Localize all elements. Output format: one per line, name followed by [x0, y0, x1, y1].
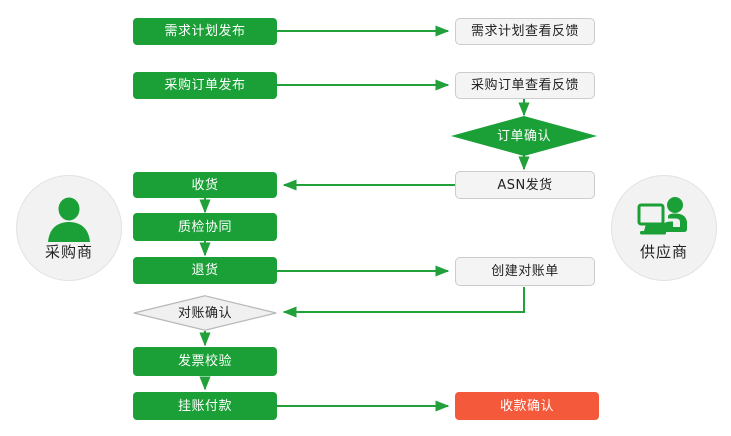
node-label: 收货: [191, 177, 219, 193]
node-demand-plan-publish[interactable]: 需求计划发布: [133, 18, 277, 45]
node-statement-confirm[interactable]: 对账确认: [133, 295, 277, 331]
person-at-computer-icon: [637, 197, 687, 235]
person-icon: [48, 197, 90, 242]
actor-label: 采购商: [44, 243, 93, 261]
edge-statement-to-confirm: [282, 287, 525, 318]
node-label: 发票校验: [177, 354, 232, 369]
actor-supplier[interactable]: 供应商: [611, 175, 717, 281]
node-label: 采购订单发布: [164, 78, 246, 93]
node-demand-plan-feedback[interactable]: 需求计划查看反馈: [455, 18, 595, 45]
node-invoice-verify[interactable]: 发票校验: [133, 347, 277, 376]
node-label: 对账确认: [177, 305, 232, 321]
node-asn-shipment[interactable]: ASN发货: [455, 171, 595, 199]
node-po-publish[interactable]: 采购订单发布: [133, 72, 277, 99]
node-goods-receipt[interactable]: 收货: [133, 172, 277, 198]
node-label: 退货: [191, 263, 219, 278]
actor-label: 供应商: [639, 243, 688, 261]
node-label: 采购订单查看反馈: [470, 78, 579, 93]
node-label: 质检协同: [177, 219, 232, 235]
node-label: 订单确认: [496, 128, 551, 144]
node-order-confirm[interactable]: 订单确认: [451, 116, 597, 156]
node-receipt-confirm[interactable]: 收款确认: [455, 392, 599, 420]
node-create-statement[interactable]: 创建对账单: [455, 257, 595, 286]
node-label: 收款确认: [499, 398, 554, 414]
actor-buyer[interactable]: 采购商: [16, 175, 122, 281]
node-label: 创建对账单: [491, 264, 559, 279]
diamond-shape-icon: [133, 295, 277, 331]
node-label: 挂账付款: [177, 398, 232, 414]
node-po-feedback[interactable]: 采购订单查看反馈: [455, 72, 595, 99]
node-quality-collab[interactable]: 质检协同: [133, 213, 277, 241]
node-label: ASN发货: [497, 177, 553, 193]
node-payment-posting[interactable]: 挂账付款: [133, 392, 277, 420]
diamond-shape-icon: [451, 116, 597, 156]
node-return-goods[interactable]: 退货: [133, 257, 277, 284]
node-label: 需求计划发布: [164, 24, 246, 39]
node-label: 需求计划查看反馈: [470, 24, 579, 39]
